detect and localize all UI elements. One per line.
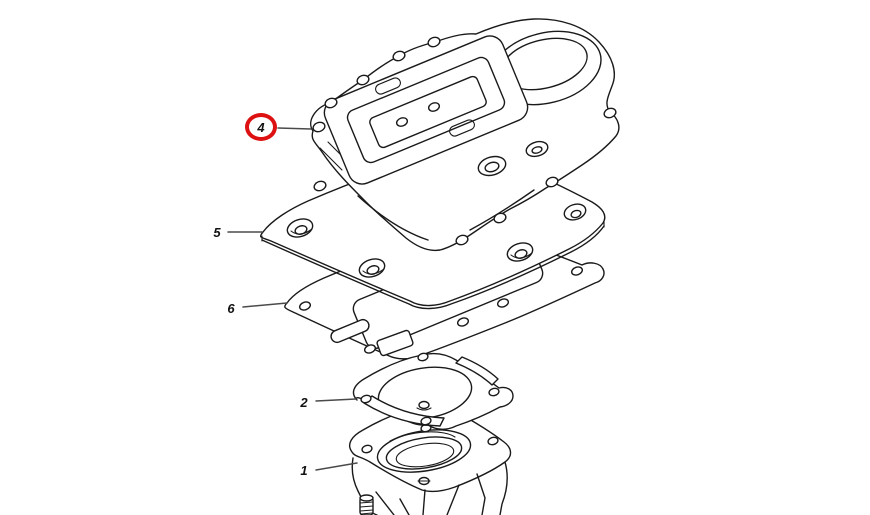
stud-drawing bbox=[359, 494, 374, 515]
callout-4-label: 4 bbox=[257, 119, 265, 135]
callout-1-label: 1 bbox=[300, 463, 308, 478]
callout-5[interactable]: 5 bbox=[204, 226, 230, 239]
leader-lines bbox=[227, 127, 358, 471]
callout-4[interactable]: 4 bbox=[245, 113, 277, 141]
callout-6-label: 6 bbox=[227, 301, 235, 316]
callout-2-label: 2 bbox=[300, 395, 308, 410]
callout-2[interactable]: 2 bbox=[291, 396, 317, 409]
callout-1[interactable]: 1 bbox=[291, 464, 317, 477]
part-2-gasket-drawing bbox=[352, 352, 514, 430]
callout-6[interactable]: 6 bbox=[218, 302, 244, 315]
part-4-assembly-drawing bbox=[310, 18, 620, 252]
callout-5-label: 5 bbox=[213, 225, 221, 240]
